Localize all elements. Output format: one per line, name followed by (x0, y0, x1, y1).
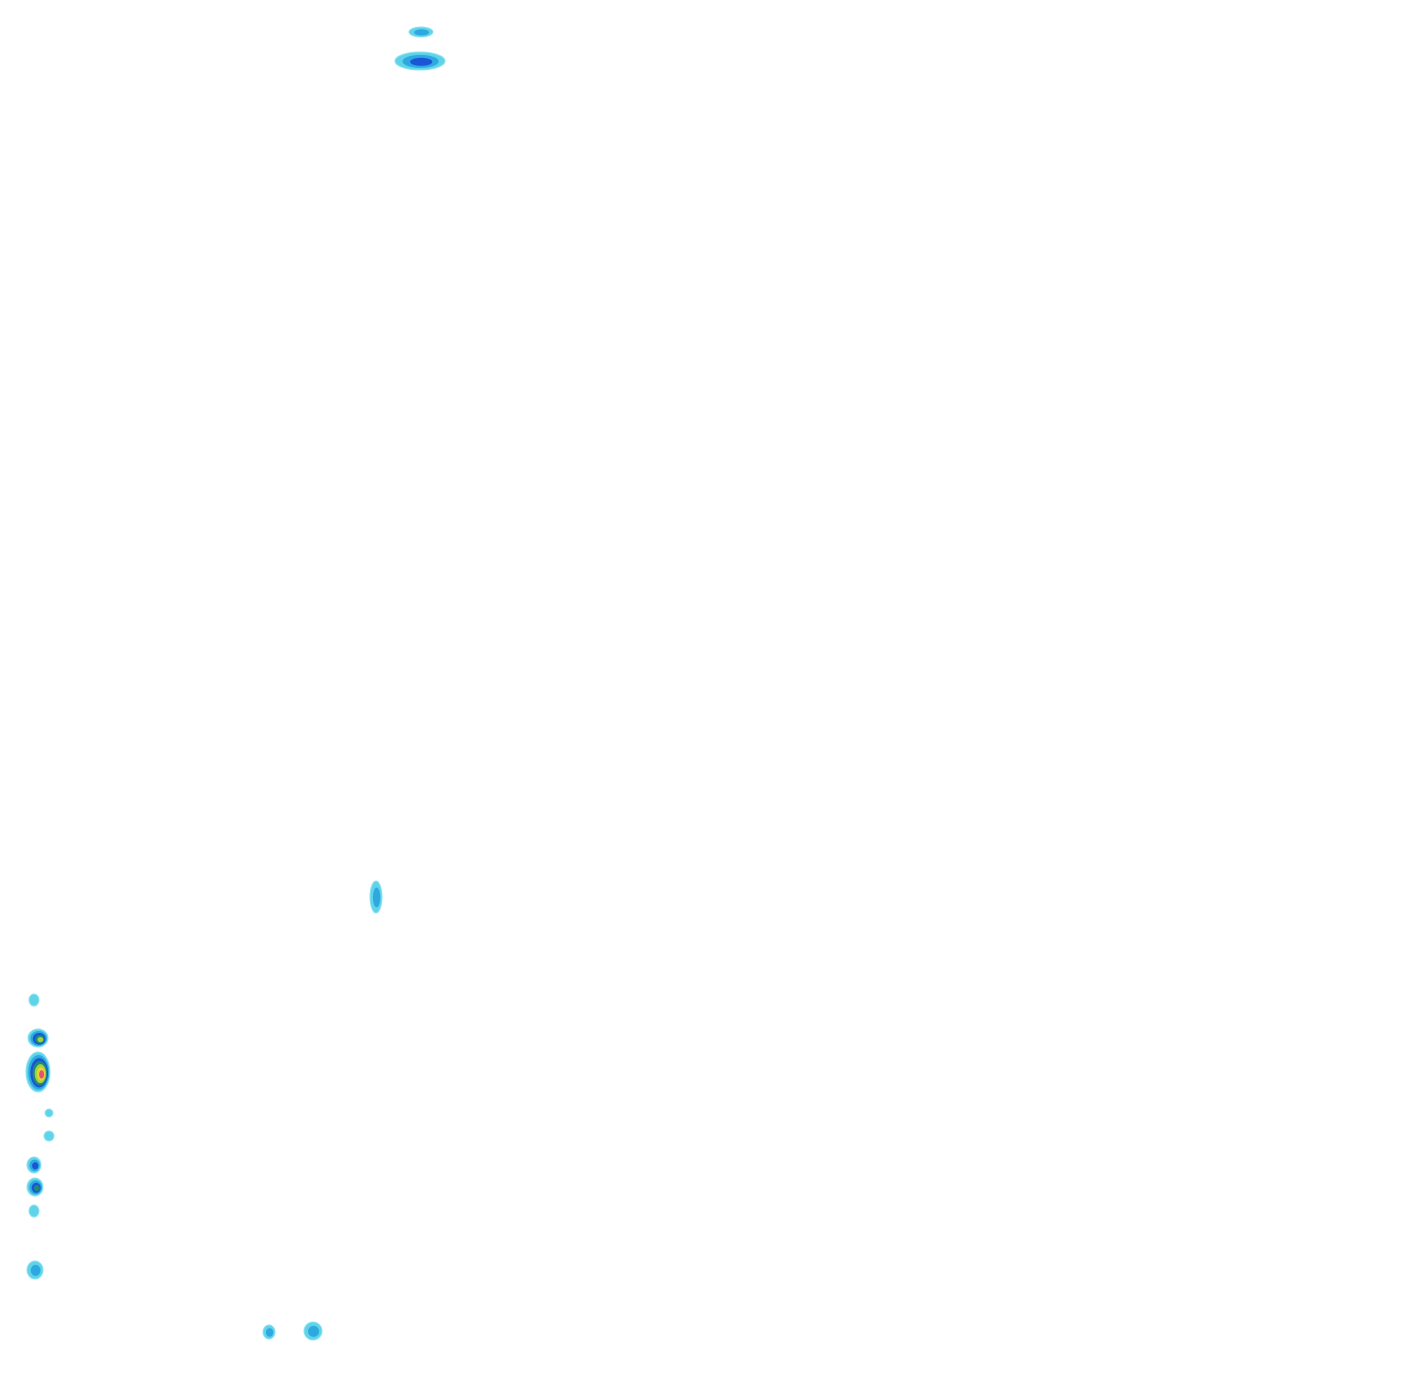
peak-bottom-1-level-2 (265, 1328, 274, 1337)
peak-left-9-level-2 (30, 1264, 41, 1276)
peak-left-8-level-1 (28, 1204, 40, 1218)
peak-left-2 (27, 1028, 49, 1048)
peak-top-large (394, 51, 446, 71)
peak-top-large-level-3 (410, 57, 433, 66)
peak-bottom-2 (303, 1321, 323, 1341)
peak-mid (369, 880, 383, 914)
peak-left-2-level-5 (37, 1037, 44, 1043)
peak-left-5-level-1 (43, 1130, 55, 1142)
peak-left-7 (26, 1177, 44, 1197)
peak-left-4 (44, 1108, 54, 1118)
peak-left-1 (28, 993, 40, 1007)
peak-left-4-level-1 (44, 1108, 54, 1118)
peak-left-3 (25, 1051, 51, 1093)
peaks-layer (25, 26, 446, 1341)
peak-bottom-1 (262, 1324, 276, 1340)
peak-left-8 (28, 1204, 40, 1218)
peak-mid-level-2 (372, 887, 381, 908)
peak-left-5 (43, 1130, 55, 1142)
peak-left-3-level-7 (39, 1070, 45, 1079)
peak-left-6-level-3 (32, 1162, 39, 1170)
peak-left-6 (26, 1156, 42, 1174)
peak-bottom-2-level-2 (308, 1325, 320, 1337)
peak-top-small-level-2 (414, 29, 429, 36)
peak-left-1-level-1 (28, 993, 40, 1007)
peak-top-small (408, 26, 434, 38)
peak-left-9 (26, 1260, 44, 1280)
peak-left-7-level-4 (34, 1185, 40, 1192)
